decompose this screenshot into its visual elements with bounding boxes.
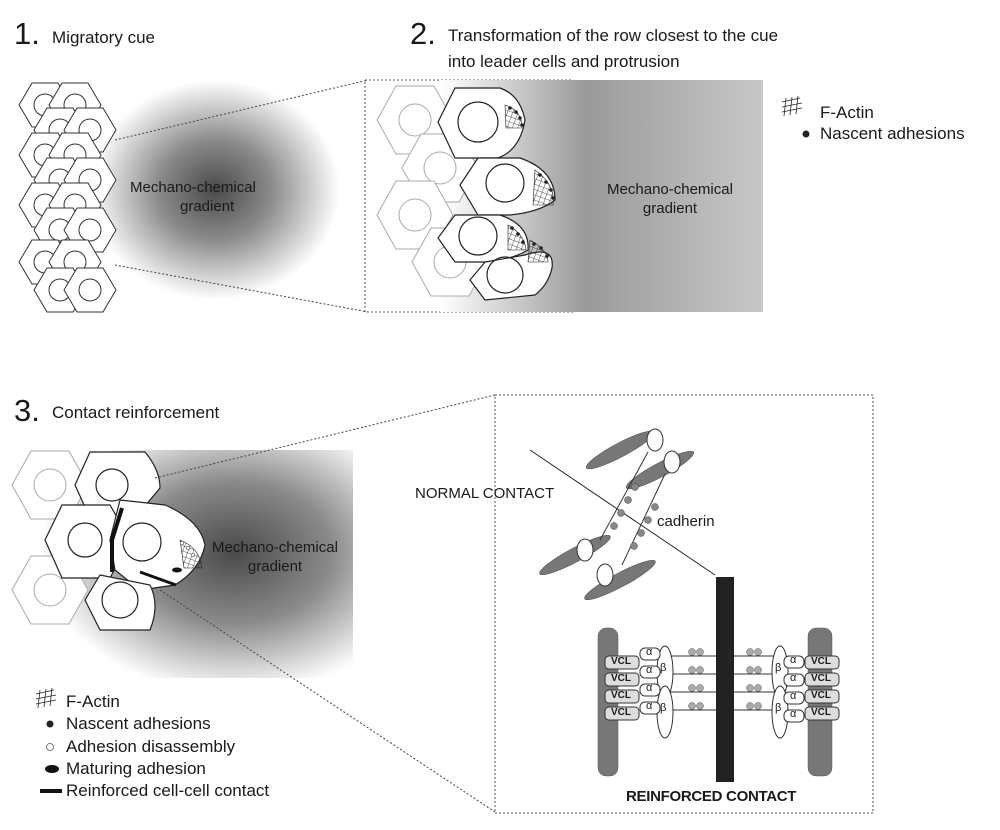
- alpha-label: α: [646, 682, 653, 694]
- panel-2-title-line1: Transformation of the row closest to the…: [448, 26, 779, 45]
- gradient-cloud-1: [90, 80, 340, 300]
- alpha-label: α: [646, 700, 653, 712]
- panel-2-title-line2: into leader cells and protrusion: [448, 52, 680, 71]
- panel-2: [364, 79, 810, 313]
- beta-label: β: [775, 702, 782, 714]
- legend-3-maturing: Maturing adhesion: [66, 759, 206, 778]
- normal-contact-structure: [539, 428, 694, 601]
- nascent-adhesion-icon-3: [46, 720, 54, 728]
- legend-3-reinforced: Reinforced cell-cell contact: [66, 781, 270, 800]
- panel-1-title: Migratory cue: [52, 28, 155, 47]
- leader-cells: [437, 87, 556, 301]
- membrane-bar: [716, 577, 734, 782]
- f-actin-patches: [504, 104, 554, 263]
- vcl-label: VCL: [811, 656, 831, 667]
- vcl-label: VCL: [611, 707, 631, 718]
- beta-label: β: [660, 662, 667, 674]
- legend-2-f-actin: F-Actin: [820, 103, 874, 122]
- alpha-label: α: [790, 672, 797, 684]
- reinforced-contact-line: [110, 507, 124, 572]
- vcl-label: VCL: [611, 690, 631, 701]
- reinforced-contact-structure: [597, 627, 840, 777]
- cells-3: [44, 451, 206, 631]
- contact-inset: [494, 394, 874, 814]
- f-actin-icon-3: [35, 687, 57, 709]
- alpha-label: α: [646, 646, 653, 658]
- vcl-label: VCL: [811, 673, 831, 684]
- vcl-label: VCL: [611, 656, 631, 667]
- nascent-adhesions: [508, 106, 555, 258]
- f-actin-icon: [781, 95, 803, 117]
- panel-1-number: 1.: [14, 16, 40, 51]
- panel-3-number: 3.: [14, 393, 40, 428]
- normal-contact-label: NORMAL CONTACT: [415, 485, 555, 502]
- cell-sheet: [18, 82, 117, 313]
- reinforced-contact-label: REINFORCED CONTACT: [626, 788, 797, 805]
- beta-label: β: [660, 702, 667, 714]
- vcl-label: VCL: [811, 690, 831, 701]
- vcl-label: VCL: [811, 707, 831, 718]
- alpha-label: α: [790, 654, 797, 666]
- nascent-adhesion-icon: [802, 130, 810, 138]
- maturing-adhesion-icon: [45, 765, 59, 773]
- legend-3-disassembly: Adhesion disassembly: [66, 737, 236, 756]
- panel-3: [11, 394, 496, 813]
- legend-3-nascent: Nascent adhesions: [66, 714, 211, 733]
- alpha-label: α: [646, 664, 653, 676]
- panel-3-title: Contact reinforcement: [52, 403, 220, 422]
- beta-label: β: [775, 662, 782, 674]
- panel-2-number: 2.: [410, 16, 436, 51]
- alpha-label: α: [790, 708, 797, 720]
- reinforced-contact-icon: [40, 789, 62, 793]
- vcl-label: VCL: [611, 673, 631, 684]
- alpha-label: α: [790, 690, 797, 702]
- adhesion-disassembly-icon: [46, 743, 54, 751]
- legend-2-nascent: Nascent adhesions: [820, 124, 965, 143]
- legend-3-f-actin: F-Actin: [66, 692, 120, 711]
- maturing-adhesion-mark: [172, 567, 182, 573]
- cadherin-label: cadherin: [657, 513, 715, 530]
- panel-1: [18, 79, 369, 313]
